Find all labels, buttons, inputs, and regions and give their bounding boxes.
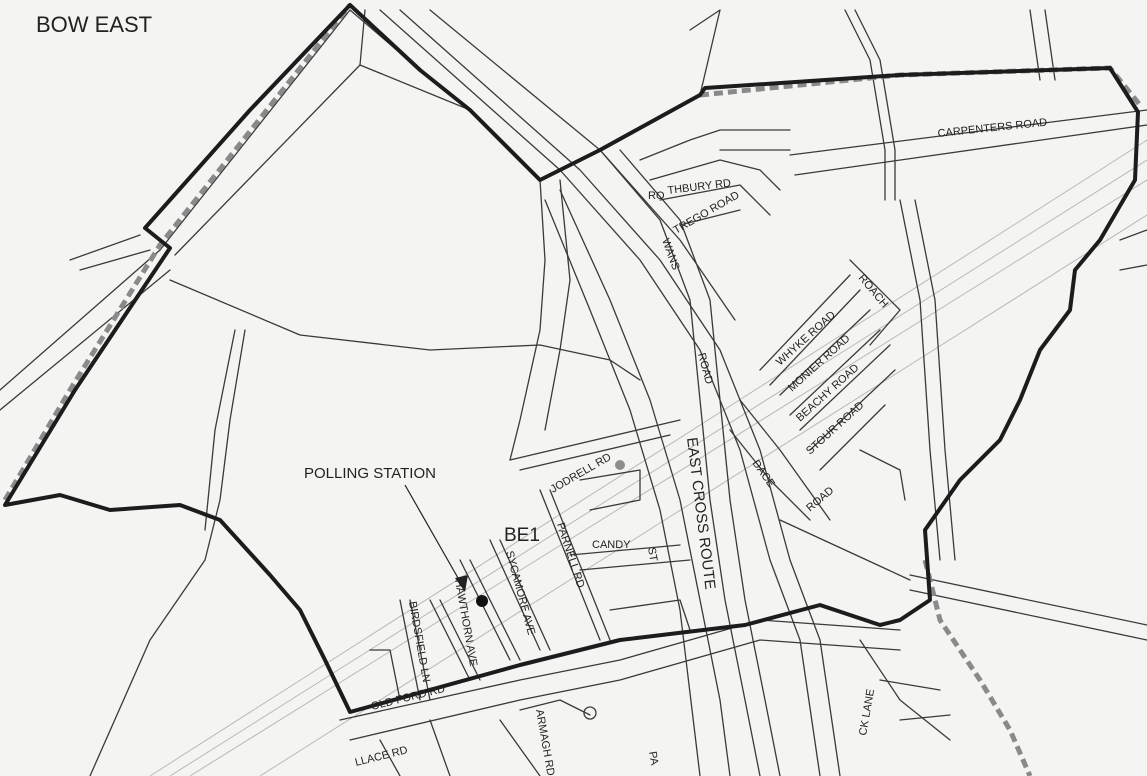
street-label-roach: ROACH [856, 272, 891, 310]
street-label-rothbury-ro: RO [648, 190, 665, 202]
street-label-old-ford-rd: OLD FORD RD [370, 683, 446, 713]
polling-station-arrow [404, 484, 468, 592]
ward-boundary [3, 3, 1140, 714]
ward-code-label: BE1 [504, 525, 540, 546]
polling-station-label: POLLING STATION [304, 465, 436, 482]
street-label-jodrell-rd: JODRELL RD [549, 451, 614, 495]
street-label-st: ST [645, 546, 659, 562]
street-label-ck-lane: CK LANE [857, 688, 877, 736]
street-label-wallace-rd: LLACE RD [354, 744, 409, 769]
street-label-candy: CANDY [592, 539, 631, 551]
street-label-rothbury-rd: THBURY RD [667, 177, 732, 197]
street-label-east-cross-route: EAST CROSS ROUTE [683, 436, 719, 590]
map-title: BOW EAST [36, 12, 152, 37]
polling-station-grey-marker [615, 460, 625, 470]
street-label-pa: PA [646, 750, 660, 766]
street-label-carpenters-road: CARPENTERS ROAD [937, 117, 1048, 140]
street-label-hawthorn-ave: HAWTHORN AVE [452, 578, 479, 667]
polling-station-marker [476, 595, 488, 607]
street-label-armagh-rd: ARMAGH RD [533, 708, 557, 776]
railway-lines [149, 139, 1147, 776]
street-label-dace: DACE [750, 458, 777, 490]
street-label-wans: WANS [659, 237, 681, 272]
borough-boundary [2, 3, 1142, 776]
street-label-dace-road: ROAD [804, 485, 836, 515]
